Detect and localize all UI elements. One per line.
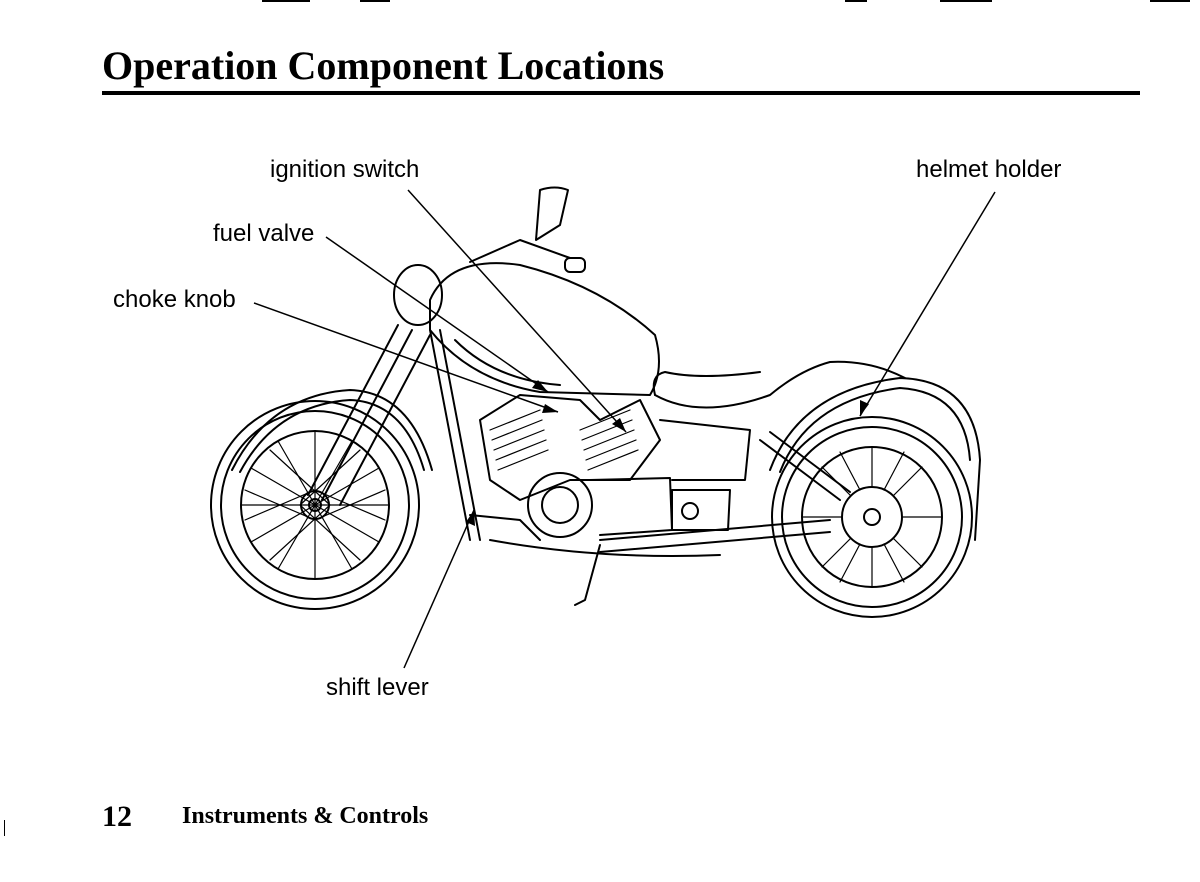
choke-knob-arrowhead: [542, 404, 558, 413]
rear-wheel-icon: [771, 416, 973, 618]
engine-icon: [479, 394, 673, 538]
top-edge-mark: [845, 0, 867, 2]
ignition-switch-arrowhead: [612, 418, 626, 432]
page-number: 12: [102, 800, 132, 833]
shift-lever-leader: [403, 509, 475, 669]
fuel-valve-arrowhead: [532, 380, 548, 392]
callout-shift-lever: shift lever: [326, 674, 429, 701]
fuel-valve-leader: [325, 236, 549, 393]
page-title: Operation Component Locations: [102, 43, 665, 88]
helmet-holder-arrowhead: [860, 400, 869, 416]
callout-choke-knob: choke knob: [113, 286, 236, 313]
callout-helmet-holder: helmet holder: [916, 156, 1062, 183]
top-edge-mark: [360, 0, 390, 2]
helmet-holder-leader: [859, 191, 996, 417]
top-edge-mark: [262, 0, 310, 2]
ignition-switch-leader: [407, 189, 627, 433]
top-edge-mark: [940, 0, 992, 2]
left-edge-mark: [4, 820, 5, 836]
front-wheel-icon: [210, 400, 420, 610]
choke-knob-leader: [253, 302, 559, 413]
title-underline: [102, 91, 1140, 95]
section-title: Instruments & Controls: [182, 803, 429, 829]
shift-lever-arrowhead: [466, 510, 475, 526]
top-edge-mark: [1150, 0, 1190, 2]
callout-ignition-switch: ignition switch: [270, 156, 420, 183]
callout-fuel-valve: fuel valve: [213, 220, 315, 247]
